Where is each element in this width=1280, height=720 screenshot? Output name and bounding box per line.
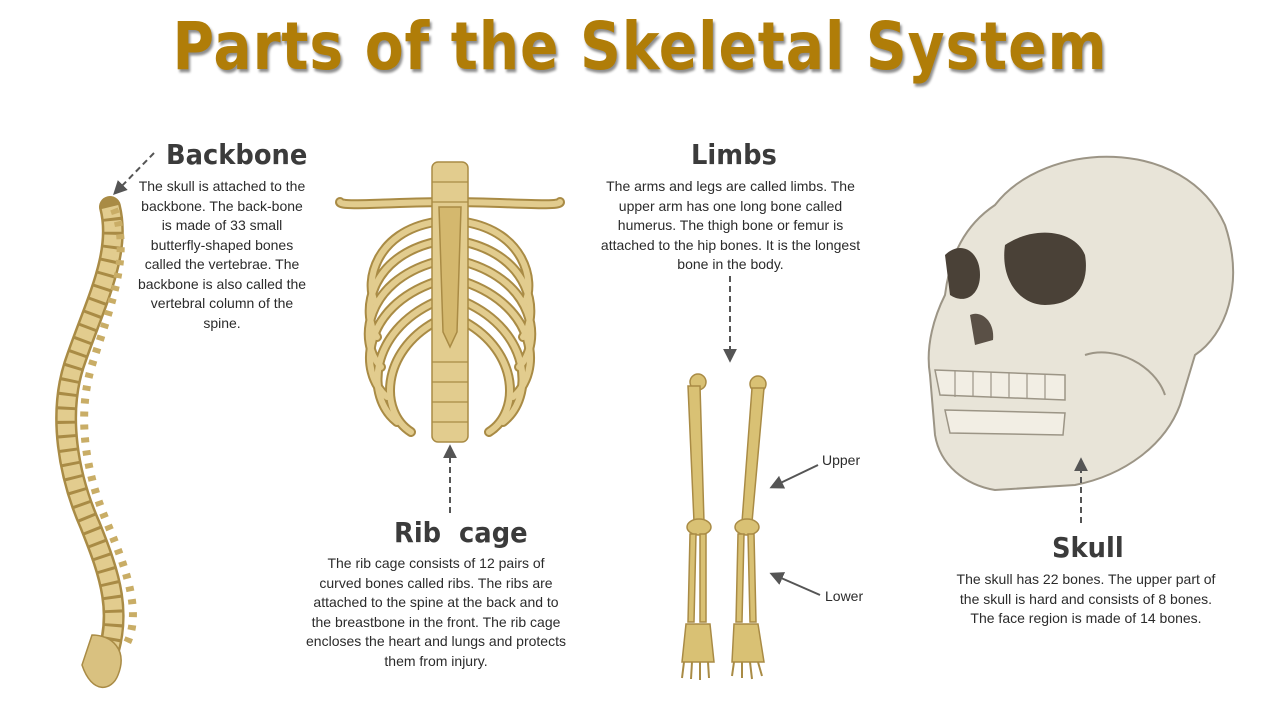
lower-label: Lower bbox=[825, 588, 864, 604]
limbs-heading: Limbs bbox=[691, 138, 777, 171]
spine-icon bbox=[55, 196, 137, 689]
upper-arrow bbox=[769, 464, 819, 489]
limbs-description: The arms and legs are called limbs. The … bbox=[600, 178, 861, 272]
page-title: Parts of the Skeletal System bbox=[172, 8, 1108, 85]
ribcage-icon bbox=[335, 161, 565, 443]
leg-bones-icon bbox=[681, 373, 767, 680]
ribcage-description: The rib cage consists of 12 pairs of cur… bbox=[306, 555, 566, 669]
skull-description: The skull has 22 bones. The upper part o… bbox=[956, 571, 1216, 626]
skull-icon bbox=[927, 155, 1234, 492]
lower-arrow bbox=[769, 572, 821, 596]
ribcage-heading: Rib cage bbox=[394, 516, 528, 549]
backbone-heading: Backbone bbox=[166, 138, 308, 171]
upper-label: Upper bbox=[822, 452, 861, 468]
backbone-arrow bbox=[113, 152, 155, 196]
skull-heading: Skull bbox=[1052, 531, 1124, 564]
backbone-description: The skull is attached to the backbone. T… bbox=[137, 178, 307, 331]
